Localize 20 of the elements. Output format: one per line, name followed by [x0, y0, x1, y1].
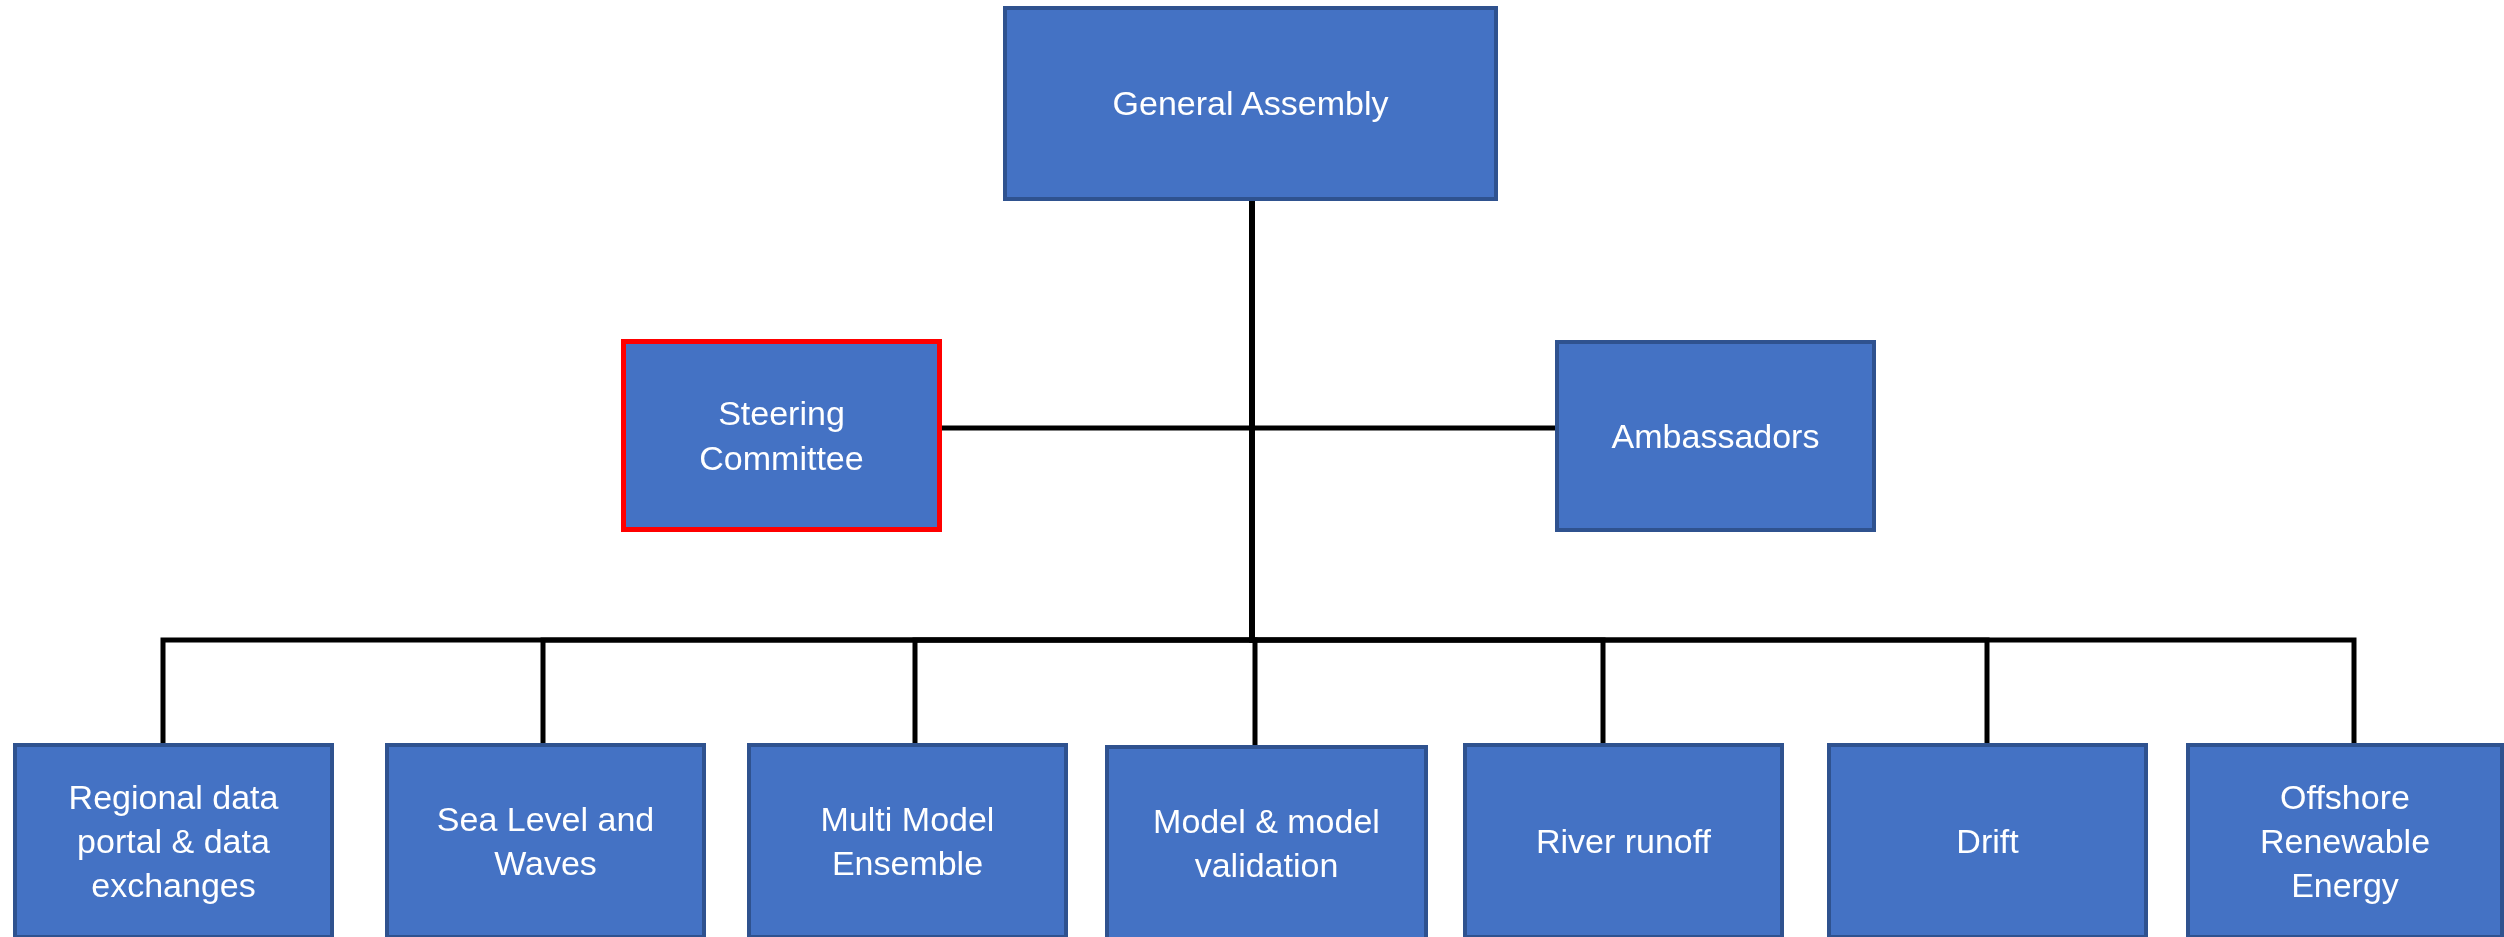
- box-label: Ambassadors: [1611, 415, 1820, 457]
- box-label: General Assembly: [1112, 83, 1389, 125]
- box-label: Offshore Renewable Energy: [2258, 776, 2432, 907]
- box-label: Multi Model Ensemble: [819, 798, 996, 884]
- highlighted-box: [621, 339, 942, 532]
- org-box: [385, 743, 706, 937]
- org-box: [1463, 743, 1784, 937]
- box-label: Regional data portal & data exchanges: [67, 776, 280, 907]
- box-label: Model & model validation: [1152, 800, 1381, 886]
- org-box: [747, 743, 1068, 937]
- org-box: [1105, 745, 1428, 937]
- box-label: Drift: [1956, 820, 2019, 862]
- org-box: [13, 743, 334, 937]
- org-box: [2186, 743, 2504, 937]
- box-label: River runoff: [1535, 820, 1712, 862]
- org-box: [1555, 340, 1876, 532]
- box-label: Steering Committee: [698, 393, 865, 479]
- box-label: Sea Level and Waves: [435, 798, 656, 884]
- org-box: [1827, 743, 2148, 937]
- org-box: [1003, 6, 1498, 201]
